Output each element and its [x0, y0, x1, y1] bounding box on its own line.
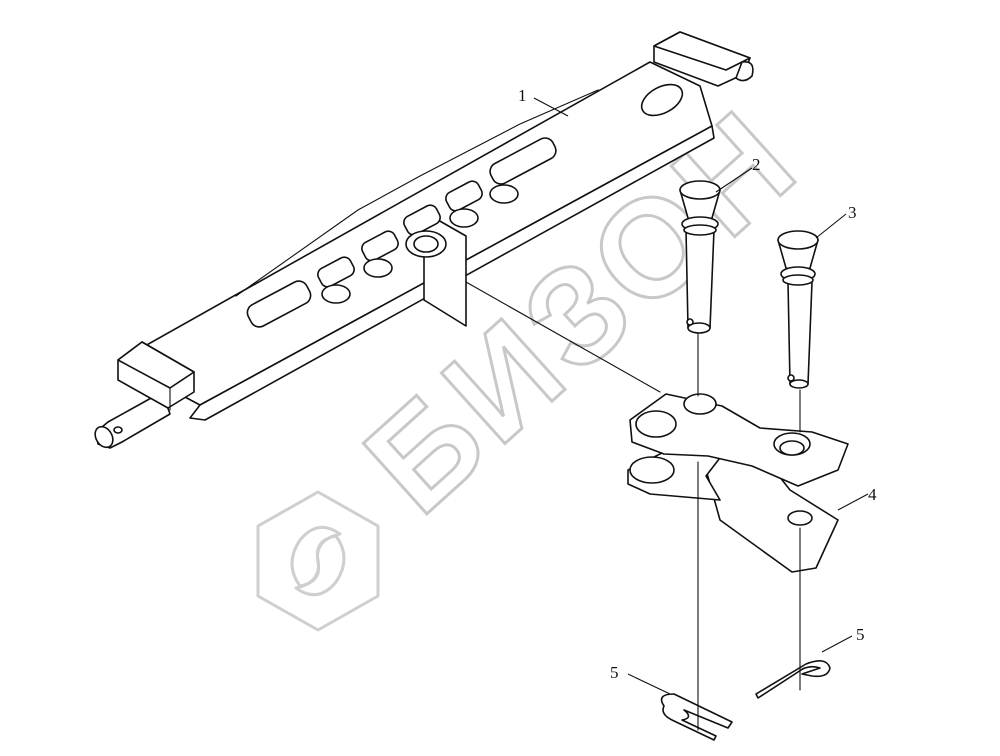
callout-label-4: 4 [868, 485, 877, 504]
callout-4: 4 [837, 485, 877, 511]
part-5-cotter-pin-left [660, 693, 733, 741]
callout-label-2: 2 [752, 155, 761, 174]
callout-label-5-right: 5 [856, 625, 865, 644]
callout-5-left: 5 [610, 663, 671, 695]
part-3-pin [777, 230, 819, 389]
part-5-cotter-pin-right [755, 660, 831, 699]
callout-label-3: 3 [848, 203, 857, 222]
bizon-logo-icon [256, 490, 380, 632]
callout-1: 1 [518, 86, 569, 117]
part-1-drawbar [94, 31, 754, 449]
assembly-lines [465, 281, 801, 731]
callout-label-5-left: 5 [610, 663, 619, 682]
part-4-clevis [627, 393, 849, 573]
callout-3: 3 [815, 203, 857, 239]
callout-2: 2 [715, 155, 761, 193]
callout-5-right: 5 [821, 625, 865, 653]
part-2-pin [679, 180, 721, 334]
callout-label-1: 1 [518, 86, 527, 105]
